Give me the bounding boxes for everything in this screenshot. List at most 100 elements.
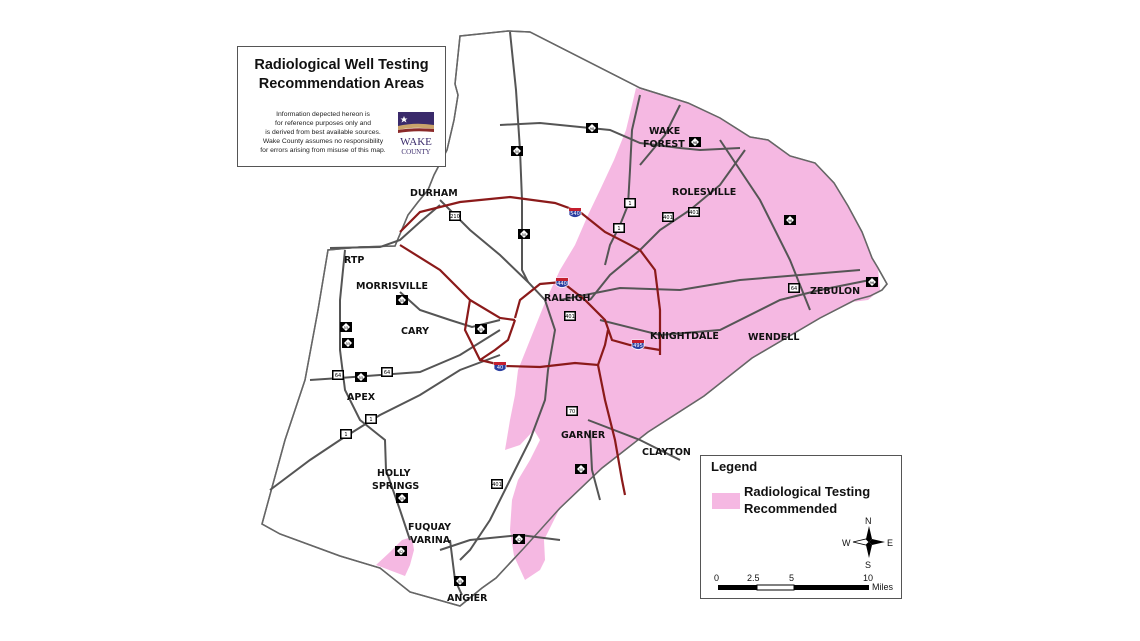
legend-title: Legend — [711, 459, 758, 474]
scale-tick: 0 — [714, 573, 719, 583]
legend-graphics: N S E W 0 2.5 5 10 Miles — [714, 516, 894, 592]
legend-swatch — [712, 493, 740, 509]
us-shield-icon: 64 — [788, 283, 800, 293]
svg-text:401: 401 — [689, 210, 699, 216]
east-label: E — [887, 538, 893, 548]
disclaimer-line: is derived from best available sources. — [265, 129, 381, 136]
scale-tick: 10 — [863, 573, 873, 583]
svg-text:495: 495 — [633, 343, 643, 349]
nc-shield-icon: 96 — [784, 215, 796, 225]
us-shield-icon: 70 — [566, 406, 578, 416]
svg-text:1: 1 — [344, 432, 347, 438]
town-label: DURHAM — [410, 188, 458, 199]
svg-text:55: 55 — [344, 326, 348, 330]
legend-item-label: Radiological Testing Recommended — [744, 483, 870, 517]
svg-text:96: 96 — [788, 219, 792, 223]
us-shield-icon: 401 — [564, 311, 576, 321]
map-title-line2: Recommendation Areas — [258, 76, 425, 92]
map-title-line1: Radiological Well Testing — [254, 57, 429, 73]
scale-bar: 0 2.5 5 10 Miles — [714, 573, 894, 592]
disclaimer-line: for reference purposes only and — [275, 120, 371, 127]
svg-text:42: 42 — [517, 538, 521, 542]
svg-text:50: 50 — [579, 468, 583, 472]
title-box: Radiological Well Testing Recommendation… — [237, 46, 446, 167]
svg-text:70: 70 — [569, 409, 575, 415]
nc-shield-icon: 55 — [355, 372, 367, 382]
interstate-shield-icon: 495 — [631, 339, 645, 350]
town-label: FOREST — [643, 139, 685, 150]
svg-text:55: 55 — [458, 580, 462, 584]
svg-text:55: 55 — [346, 342, 350, 346]
svg-text:1: 1 — [369, 417, 372, 423]
scale-tick: 5 — [789, 573, 794, 583]
town-label: RALEIGH — [544, 293, 591, 304]
svg-text:50: 50 — [522, 233, 526, 237]
town-label: ANGIER — [447, 593, 488, 604]
svg-text:55: 55 — [400, 299, 404, 303]
nc-shield-icon: 55 — [396, 493, 408, 503]
nc-shield-icon: 55 — [340, 322, 352, 332]
town-label: ZEBULON — [810, 286, 860, 297]
west-label: W — [842, 538, 851, 548]
legend-box: Legend Radiological Testing Recommended … — [700, 455, 902, 599]
nc-shield-icon: 50 — [575, 464, 587, 474]
svg-text:96: 96 — [870, 281, 874, 285]
nc-shield-icon: 55 — [454, 576, 466, 586]
disclaimer-text: Information depected hereon is for refer… — [248, 110, 398, 155]
town-label: KNIGHTDALE — [650, 331, 719, 342]
north-label: N — [865, 516, 872, 526]
svg-text:55: 55 — [400, 497, 404, 501]
nc-shield-icon: 42 — [513, 534, 525, 544]
svg-text:401: 401 — [492, 482, 502, 488]
svg-text:98: 98 — [590, 127, 594, 131]
legend-label-line1: Radiological Testing — [744, 484, 871, 499]
svg-text:64: 64 — [384, 370, 390, 376]
us-shield-icon: 64 — [381, 367, 393, 377]
interstate-shield-icon: 440 — [555, 277, 569, 288]
nc-shield-icon: 96 — [866, 277, 878, 287]
town-label: CLAYTON — [642, 447, 691, 458]
town-label: CARY — [401, 326, 429, 337]
svg-text:1: 1 — [617, 226, 620, 232]
town-label: RTP — [344, 255, 364, 266]
svg-text:210: 210 — [450, 214, 460, 220]
us-shield-icon: 64 — [332, 370, 344, 380]
logo-text: WAKE — [400, 136, 432, 148]
county-outline — [261, 30, 888, 607]
logo-text: COUNTY — [401, 148, 430, 156]
nc-shield-icon: 50 — [511, 146, 523, 156]
nc-shield-icon: 55 — [475, 324, 487, 334]
svg-text:55: 55 — [479, 328, 483, 332]
nc-shield-icon: 98 — [586, 123, 598, 133]
svg-text:98: 98 — [693, 141, 697, 145]
nc-shield-icon: 55 — [396, 295, 408, 305]
town-label: ROLESVILLE — [672, 187, 736, 198]
svg-text:401: 401 — [565, 314, 575, 320]
disclaimer-line: Wake County assumes no responsibility — [262, 138, 384, 145]
highway-shields: 540 440 40 495 1 1 401 401 401 70 210 64… — [332, 123, 878, 586]
scale-units: Miles — [872, 582, 894, 592]
nc-shield-icon: 50 — [518, 229, 530, 239]
town-label: WENDELL — [748, 332, 799, 343]
us-shield-icon: 401 — [688, 207, 700, 217]
us-shield-icon: 1 — [365, 414, 377, 424]
disclaimer-line: Information depected hereon is — [276, 111, 370, 118]
interstate-shield-icon: 540 — [568, 207, 582, 218]
svg-text:42: 42 — [399, 550, 403, 554]
town-label: FUQUAY — [408, 522, 451, 533]
nc-shield-icon: 98 — [689, 137, 701, 147]
us-shield-icon: 401 — [662, 212, 674, 222]
north-arrow-icon: N S E W — [842, 516, 893, 570]
us-shield-icon: 210 — [449, 211, 461, 221]
svg-text:64: 64 — [335, 373, 341, 379]
south-label: S — [865, 560, 871, 570]
interstate-shield-icon: 40 — [493, 361, 507, 372]
nc-shield-icon: 42 — [395, 546, 407, 556]
svg-text:540: 540 — [570, 211, 580, 217]
us-shield-icon: 1 — [624, 198, 636, 208]
legend-label-line2: Recommended — [744, 501, 838, 516]
svg-text:401: 401 — [663, 215, 673, 221]
us-shield-icon: 401 — [491, 479, 503, 489]
svg-text:64: 64 — [791, 286, 797, 292]
